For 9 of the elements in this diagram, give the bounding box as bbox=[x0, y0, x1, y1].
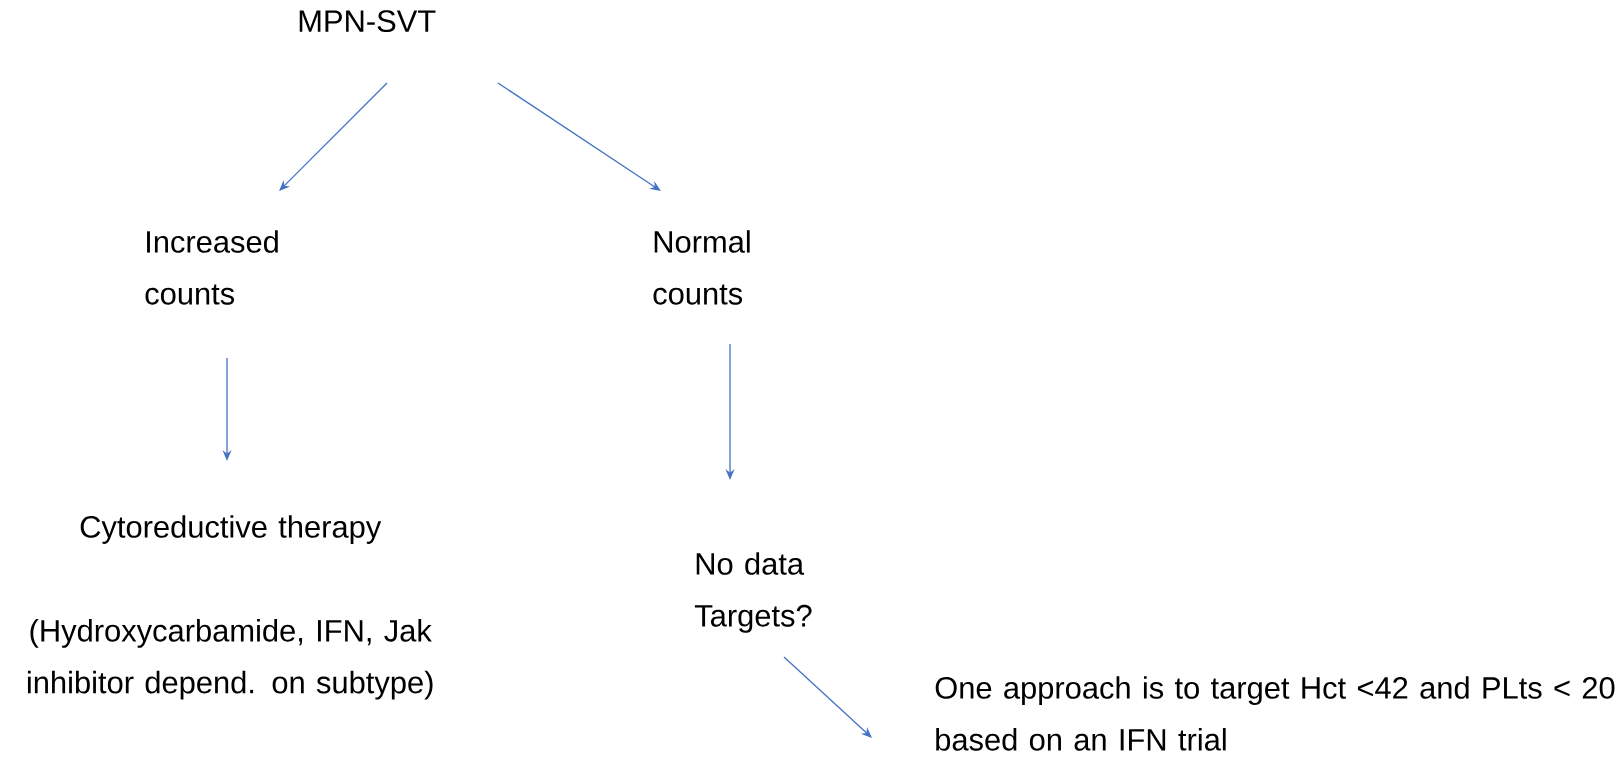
flow-text: Cytoreductive therapy (Hydroxycarbamide, IFN, Jak inhibitor depend. on subtype) bbox=[27, 515, 433, 700]
flow-text: One approach is to target Hct <42 and PLts < 20 based on an IFN trial bbox=[935, 676, 1615, 751]
arrow bbox=[279, 82, 388, 191]
arrow bbox=[783, 656, 872, 738]
flow-text: Increased counts bbox=[145, 230, 278, 305]
arrow bbox=[497, 82, 661, 191]
flow-text: Normal counts bbox=[653, 230, 750, 305]
flow-text: MPN-SVT bbox=[299, 10, 436, 33]
flow-text: No data Targets? bbox=[694, 552, 812, 633]
